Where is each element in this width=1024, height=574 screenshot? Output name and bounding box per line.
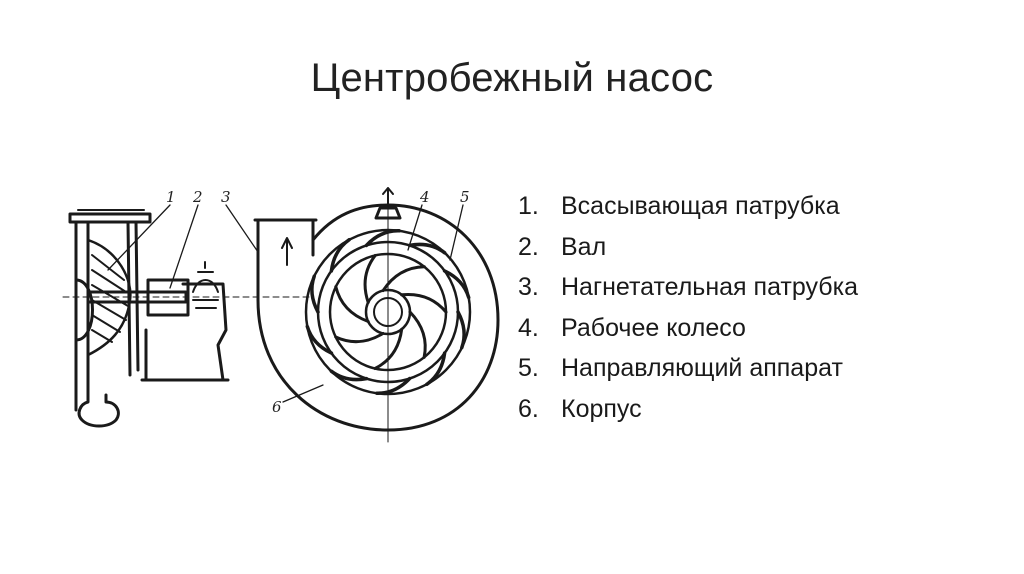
guide-vane [329, 369, 369, 382]
suction-inlet [74, 278, 94, 342]
legend-item: 2. Вал [518, 227, 858, 268]
legend-number: 1. [518, 192, 539, 220]
guide-vane [329, 237, 351, 273]
drain-bulb [77, 393, 120, 428]
legend-label: Рабочее колесо [561, 313, 746, 342]
casing-wall-left [74, 220, 90, 412]
guide-vane [442, 269, 471, 300]
legend-number: 6. [518, 394, 539, 423]
top-fitting [374, 206, 402, 220]
side-view [62, 204, 314, 428]
legend-number: 5. [518, 354, 539, 382]
legend-label: Всасывающая патрубка [561, 192, 840, 220]
guide-vane [425, 351, 447, 387]
legend-item: 3. Нагнетательная патрубка [518, 267, 858, 308]
parts-legend: 1. Всасывающая патрубка 2. Вал 3. Нагнетате… [518, 186, 858, 429]
legend-label: Направляющий аппарат [561, 354, 843, 382]
legend-label: Нагнетательная патрубка [561, 273, 858, 301]
guide-vane [375, 376, 412, 395]
guide-vane [364, 229, 401, 248]
callout-4: 4 [419, 188, 430, 206]
leader-5 [449, 204, 464, 261]
top-flange [68, 212, 152, 224]
impeller-vane [363, 253, 377, 304]
flow-arrow-up [281, 237, 293, 266]
leader-1 [107, 204, 171, 271]
pump-diagram: 1 2 3 4 5 6 [58, 180, 508, 450]
top-arrow [382, 187, 394, 207]
leader-4 [407, 204, 423, 251]
impeller-outline [86, 238, 132, 357]
impeller-vane [334, 331, 385, 344]
legend-number: 2. [518, 232, 539, 261]
callout-5: 5 [460, 188, 470, 206]
discharge-nozzle [253, 218, 318, 302]
leader-3 [225, 204, 259, 253]
guide-vane [305, 324, 334, 355]
impeller-vane [400, 292, 448, 314]
legend-number: 4. [518, 313, 539, 342]
volute-casing [256, 203, 500, 432]
bearing-detail [192, 299, 219, 309]
guide-vanes [305, 229, 471, 395]
legend-item: 5. Направляющий аппарат [518, 348, 858, 389]
impeller-vane [334, 285, 370, 323]
impeller-hatch [91, 254, 129, 343]
guide-vane [407, 242, 447, 255]
impeller-vanes [334, 253, 448, 370]
callout-3: 3 [221, 188, 231, 206]
legend-item: 1. Всасывающая патрубка [518, 186, 858, 227]
legend-item: 4. Рабочее колесо [518, 308, 858, 349]
guide-vane [310, 274, 320, 314]
seal-housing [146, 278, 190, 317]
impeller-vane [408, 310, 427, 359]
bearing-cap [192, 261, 219, 293]
callout-6: 6 [272, 398, 282, 416]
leader-2 [169, 204, 199, 289]
guide-vane [456, 310, 466, 350]
pump-drawing: 1 2 3 4 5 6 [62, 187, 500, 443]
legend-item: 6. Корпус [518, 389, 858, 430]
legend-label: Корпус [561, 394, 642, 423]
callout-1: 1 [166, 188, 176, 206]
impeller-vane [381, 265, 426, 293]
slide-title: Центробежный насос [310, 56, 714, 100]
front-view [225, 187, 500, 443]
legend-label: Вал [561, 232, 607, 261]
impeller-vane [373, 327, 404, 370]
callout-2: 2 [192, 188, 203, 206]
legend-number: 3. [518, 273, 539, 301]
leader-6 [282, 384, 324, 403]
